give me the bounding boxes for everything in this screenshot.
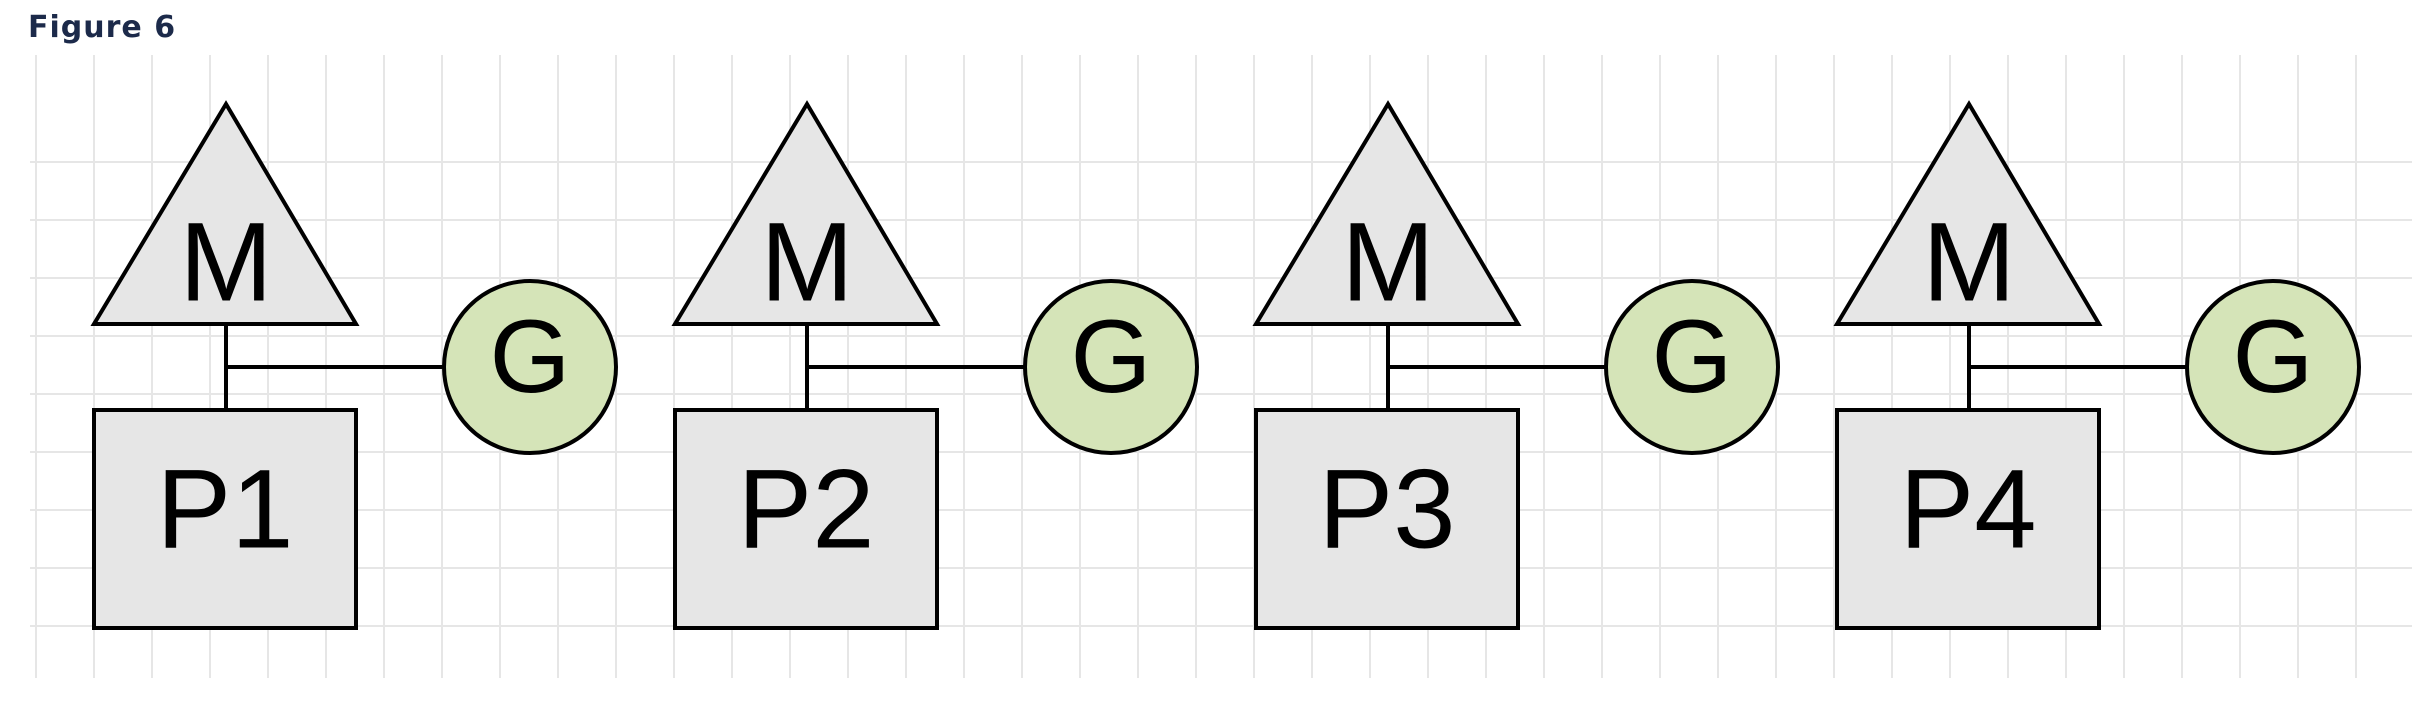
diagram-units: M P1 G M P2 G M P3 G M P4 G — [90, 100, 2361, 630]
processor-label: P4 — [1900, 447, 2037, 572]
goroutine-circle — [2185, 279, 2361, 455]
processor-box — [92, 408, 358, 630]
goroutine-circle — [442, 279, 618, 455]
processor-label: P2 — [738, 447, 875, 572]
goroutine-circle — [1604, 279, 1780, 455]
machine-label: M — [179, 200, 272, 325]
machine-triangle — [1252, 100, 1522, 326]
goroutine-label: G — [1652, 299, 1733, 415]
processor-box — [1835, 408, 2101, 630]
machine-triangle — [90, 100, 360, 326]
mpg-unit: M P3 G — [1252, 100, 1780, 630]
mpg-unit: M P4 G — [1833, 100, 2361, 630]
goroutine-label: G — [1071, 299, 1152, 415]
machine-label: M — [760, 200, 853, 325]
mpg-unit: M P2 G — [671, 100, 1199, 630]
goroutine-label: G — [490, 299, 571, 415]
processor-label: P3 — [1319, 447, 1456, 572]
machine-triangle — [1833, 100, 2103, 326]
processor-box — [1254, 408, 1520, 630]
mpg-unit: M P1 G — [90, 100, 618, 630]
machine-label: M — [1922, 200, 2015, 325]
machine-label: M — [1341, 200, 1434, 325]
processor-box — [673, 408, 939, 630]
goroutine-label: G — [2233, 299, 2314, 415]
machine-triangle — [671, 100, 941, 326]
processor-label: P1 — [157, 447, 294, 572]
goroutine-circle — [1023, 279, 1199, 455]
figure-caption: Figure 6 — [28, 10, 177, 45]
